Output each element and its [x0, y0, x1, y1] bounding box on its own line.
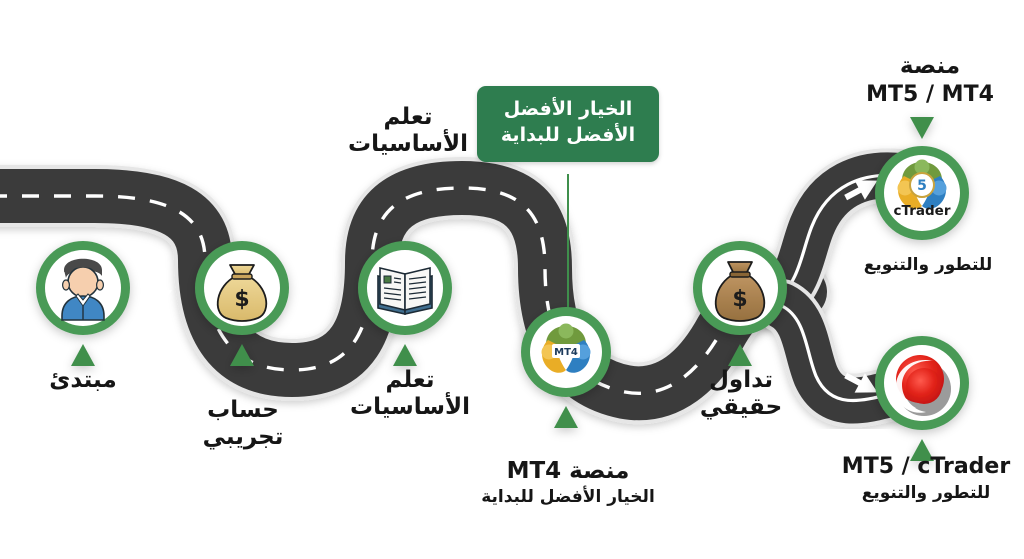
label-mt5-mt4-main: منصة	[899, 53, 961, 79]
label-ctrader-caption: cTrader	[893, 203, 951, 219]
label-demo-account-line2: تجريبي	[202, 424, 284, 450]
money-bag-icon: $	[714, 261, 766, 322]
open-book-icon	[377, 266, 433, 315]
label-mt5-ctrader-main: MT5 / cTrader	[841, 454, 1011, 479]
label-upper-branch-sub: للتطور والتنويع	[863, 255, 993, 275]
label-learn-basics-line2: الأساسيات	[349, 394, 471, 420]
marker-beginner[interactable]	[36, 241, 130, 366]
label-real-trading-line2: حقيقي	[699, 394, 783, 420]
marker-demo-account[interactable]: $	[195, 241, 289, 366]
svg-text:$: $	[234, 287, 249, 312]
person-icon	[61, 258, 105, 321]
marker-learn-basics[interactable]	[358, 241, 452, 366]
callout-box	[477, 86, 659, 162]
road-direction-arrows	[152, 180, 878, 393]
marker-mt4-platform[interactable]: MT4	[521, 307, 611, 428]
branch-road-lower	[755, 279, 925, 428]
label-beginner: مبتدئ	[49, 367, 117, 393]
label-real-trading-line1: تداول	[708, 367, 774, 393]
label-demo-account-line1: حساب	[207, 397, 279, 423]
svg-text:$: $	[732, 287, 747, 312]
label-mt4-platform-main: منصة MT4	[506, 458, 630, 484]
label-mt5-ctrader-sub: للتطور والتنويع	[861, 483, 991, 503]
callout-line-2: الأفضل للبداية	[500, 124, 636, 146]
label-mt4-platform-sub: الخيار الأفضل للبداية	[481, 487, 655, 507]
marker-real-trading[interactable]: $	[693, 241, 787, 366]
money-bag-icon: $	[216, 264, 268, 322]
label-learn-basics-top-line2: الأساسيات	[347, 131, 469, 157]
label-learn-basics-top-line1: تعلم	[383, 104, 433, 130]
marker-mt5-ctrader-platform[interactable]	[875, 336, 969, 461]
mt4-logo-icon: MT4	[541, 323, 591, 373]
mt4-logo-text: MT4	[554, 347, 578, 358]
ctrader-logo-icon	[894, 355, 951, 416]
branch-road-upper	[749, 148, 927, 327]
marker-mt5-mt4-platform[interactable]: 5	[875, 117, 969, 240]
mt5-logo-icon: 5	[897, 159, 947, 209]
label-learn-basics-line1: تعلم	[385, 367, 435, 393]
label-mt5-mt4-platforms: MT5 / MT4	[866, 82, 994, 107]
mt5-logo-text: 5	[917, 178, 927, 194]
callout-line-1: الخيار الأفضل	[503, 98, 633, 120]
